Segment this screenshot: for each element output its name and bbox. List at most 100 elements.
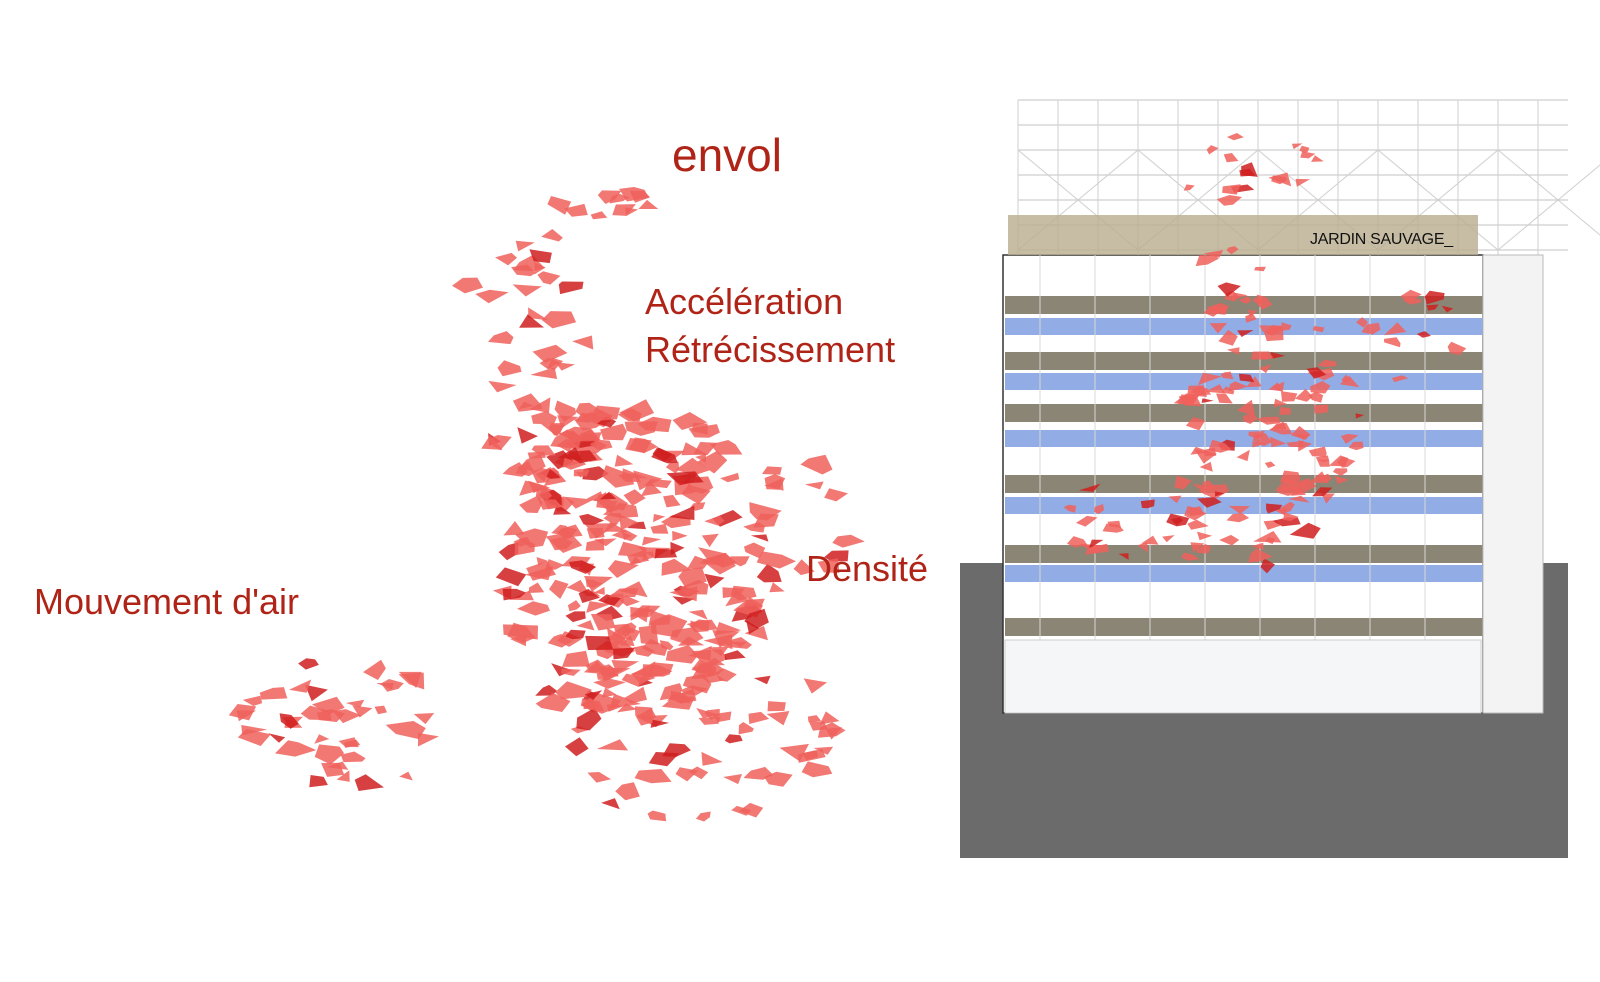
adjacent-stair-tower [1482, 254, 1544, 714]
petal [635, 707, 653, 726]
petal [1339, 375, 1360, 388]
petal [633, 645, 655, 657]
petal [661, 558, 692, 576]
petal [593, 678, 626, 689]
petal [1281, 391, 1298, 402]
petal [1424, 290, 1445, 305]
petal [1300, 478, 1317, 493]
petal [519, 480, 551, 496]
petal [801, 761, 833, 778]
petal [354, 774, 384, 791]
petal [698, 716, 721, 725]
petal [807, 715, 822, 722]
petal [756, 551, 796, 569]
petal [555, 362, 575, 371]
petal [512, 393, 543, 412]
petal [309, 775, 328, 788]
petal [824, 550, 849, 562]
petal [1226, 246, 1239, 255]
petal [743, 522, 765, 533]
petal [418, 732, 439, 747]
roof-garden [1008, 215, 1478, 255]
petal [724, 734, 743, 744]
petal [766, 711, 790, 726]
petal [1177, 394, 1199, 405]
petal [568, 560, 597, 574]
petal [625, 207, 639, 216]
petal [573, 469, 590, 477]
petal [1260, 558, 1276, 574]
petal [651, 447, 678, 464]
petal [748, 711, 770, 724]
petal [1141, 535, 1159, 545]
petal [602, 465, 635, 488]
petal [385, 721, 426, 740]
petal [1140, 499, 1155, 509]
petal [638, 199, 659, 209]
petal [517, 427, 538, 444]
petal [1180, 552, 1200, 561]
planter-band [1005, 296, 1483, 314]
petal [579, 513, 605, 525]
petal [1218, 329, 1238, 346]
petal [567, 450, 598, 464]
petal [744, 608, 769, 629]
petal [1294, 388, 1313, 402]
petal [488, 331, 514, 345]
petal [363, 659, 386, 680]
petal [1196, 544, 1212, 554]
petal [601, 798, 620, 810]
petal [535, 466, 552, 482]
petal [1288, 495, 1310, 503]
petal [1216, 195, 1243, 206]
petal [1295, 178, 1310, 187]
petal [545, 531, 583, 553]
petal [562, 650, 590, 667]
petal [1215, 491, 1225, 497]
petal [725, 588, 749, 607]
petal [1361, 322, 1381, 335]
petal [1223, 153, 1239, 163]
planter-band [1005, 545, 1483, 563]
petal [344, 739, 361, 748]
petal [312, 696, 345, 715]
petal [535, 693, 571, 712]
petal [688, 609, 708, 620]
petal [1272, 381, 1285, 392]
petal [488, 380, 517, 393]
petal [721, 637, 752, 649]
petal [650, 719, 670, 728]
petal [497, 360, 522, 377]
petal [793, 559, 815, 576]
petal [1236, 399, 1256, 417]
petal [676, 688, 697, 704]
petal [1197, 531, 1213, 541]
petal [352, 705, 373, 718]
petal [511, 264, 536, 277]
petal [565, 611, 586, 623]
building-section [960, 99, 1600, 858]
petal [1416, 331, 1431, 338]
petal [817, 558, 840, 573]
petal [536, 557, 548, 566]
petal [704, 573, 725, 589]
petal [532, 344, 568, 363]
petal [753, 675, 771, 685]
petal [659, 640, 674, 651]
petal [769, 582, 785, 593]
petal [1168, 495, 1182, 504]
petal [1336, 456, 1356, 468]
petal [1085, 543, 1110, 555]
glass-band [1005, 565, 1483, 582]
petal [723, 774, 743, 785]
petal [279, 713, 299, 729]
petal [259, 687, 288, 700]
petal [531, 411, 557, 425]
petal [1246, 376, 1262, 388]
petal [298, 658, 319, 670]
petal [1237, 330, 1254, 337]
petal [1238, 296, 1252, 304]
petal [1102, 523, 1124, 533]
petal [534, 262, 546, 275]
petal [376, 683, 394, 690]
